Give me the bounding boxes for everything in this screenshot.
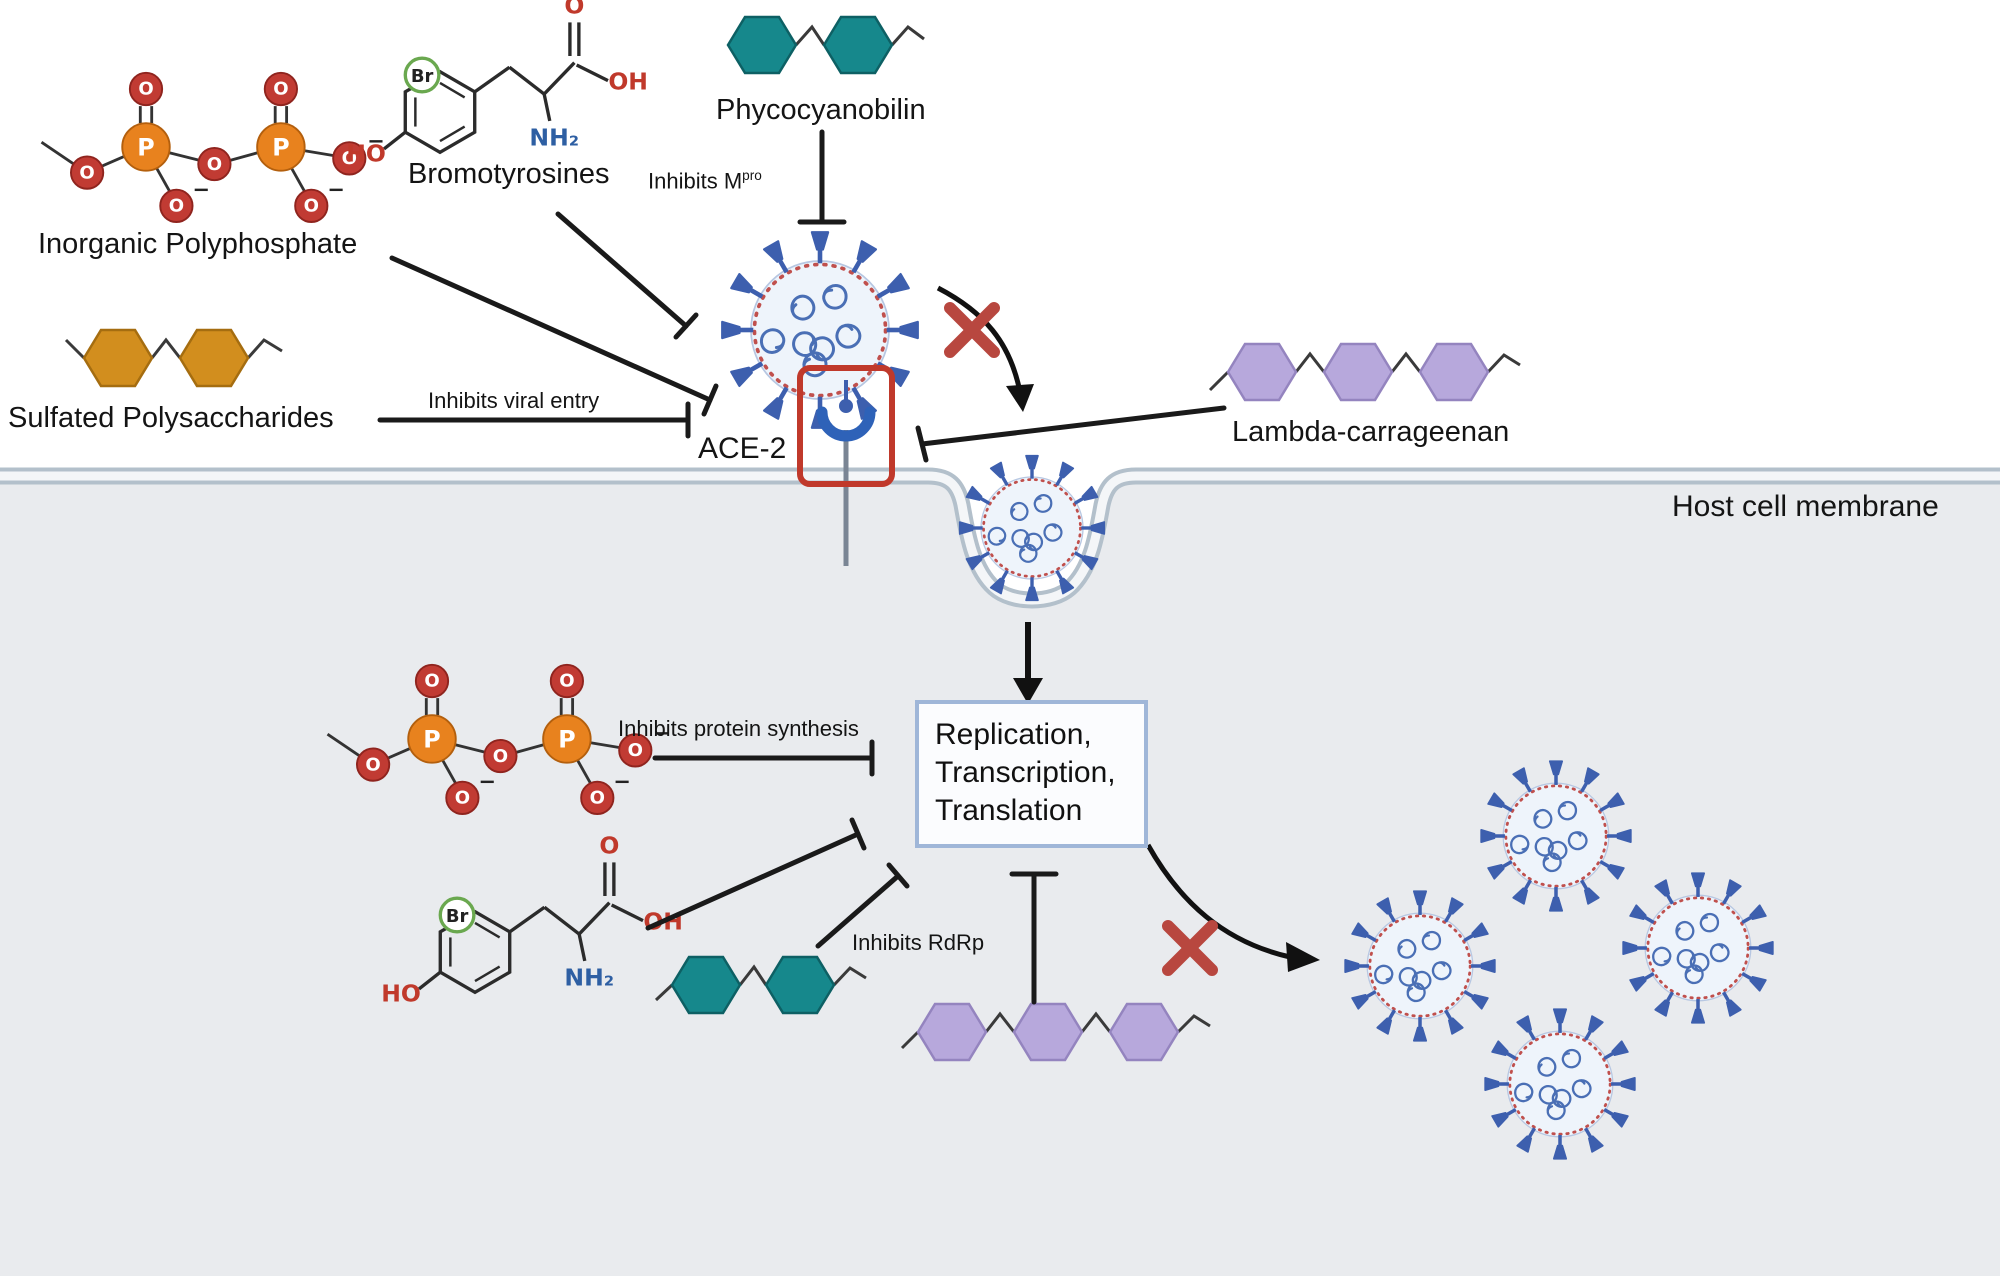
bromotyrosines-label: Bromotyrosines bbox=[408, 158, 610, 190]
replication-transcription-translation-box: Replication, Transcription, Translation bbox=[915, 700, 1148, 848]
inhibition-line-viral-entry bbox=[377, 401, 691, 439]
bromotyrosine-structure bbox=[344, 0, 650, 169]
inhibition-line-lambda-carrageenan-cytoplasm bbox=[1009, 871, 1059, 1005]
host-cell-membrane-label: Host cell membrane bbox=[1672, 490, 1939, 523]
replication-to-virion-arrow bbox=[1145, 843, 1320, 972]
inhibition-line-bromotyrosines bbox=[555, 211, 699, 340]
inhibition-line-rdrp bbox=[815, 862, 910, 949]
inorganic-polyphosphate-label: Inorganic Polyphosphate bbox=[38, 228, 358, 260]
blocked-entry-x-icon bbox=[944, 302, 1000, 358]
viral-entry-arrow bbox=[936, 285, 1034, 412]
sulfated-polysaccharides-label: Sulfated Polysaccharides bbox=[8, 402, 334, 434]
phycocyanobilin-structure-cytoplasm bbox=[654, 955, 867, 1015]
inhibition-line-protein-synthesis bbox=[652, 739, 875, 777]
inhibition-line-lambda-carrageenan bbox=[915, 405, 1227, 463]
virion-extracellular bbox=[722, 232, 918, 428]
inhibition-line-mpro bbox=[797, 129, 847, 225]
sulfated-polysaccharides-structure bbox=[64, 328, 283, 388]
inhibition-line-bromotyrosines-cytoplasm bbox=[645, 817, 867, 931]
inorganic-polyphosphate-structure bbox=[40, 71, 387, 224]
inhibits-rdrp-label: Inhibits RdRp bbox=[852, 930, 985, 955]
inhibits-protein-synthesis-label: Inhibits protein synthesis bbox=[618, 716, 859, 741]
ace2-highlight-box bbox=[797, 365, 895, 487]
inhibits-mpro-label: Inhibits Mpro bbox=[648, 168, 762, 194]
inhibits-viral-entry-label: Inhibits viral entry bbox=[428, 388, 600, 413]
lambda-carrageenan-structure bbox=[1208, 342, 1521, 402]
phycocyanobilin-structure bbox=[726, 15, 925, 75]
endocytosis-arrow bbox=[1013, 622, 1043, 704]
ace2-receptor bbox=[816, 380, 876, 566]
phycocyanobilin-label: Phycocyanobilin bbox=[716, 94, 926, 126]
lambda-carrageenan-label: Lambda-carrageenan bbox=[1232, 416, 1510, 448]
inhibition-line-polyphosphate bbox=[389, 255, 719, 417]
cytoplasm-region bbox=[0, 476, 2000, 1276]
lambda-carrageenan-structure-cytoplasm bbox=[900, 1002, 1211, 1062]
blocked-release-x-icon bbox=[1162, 920, 1218, 976]
ace2-label: ACE-2 bbox=[698, 432, 787, 465]
